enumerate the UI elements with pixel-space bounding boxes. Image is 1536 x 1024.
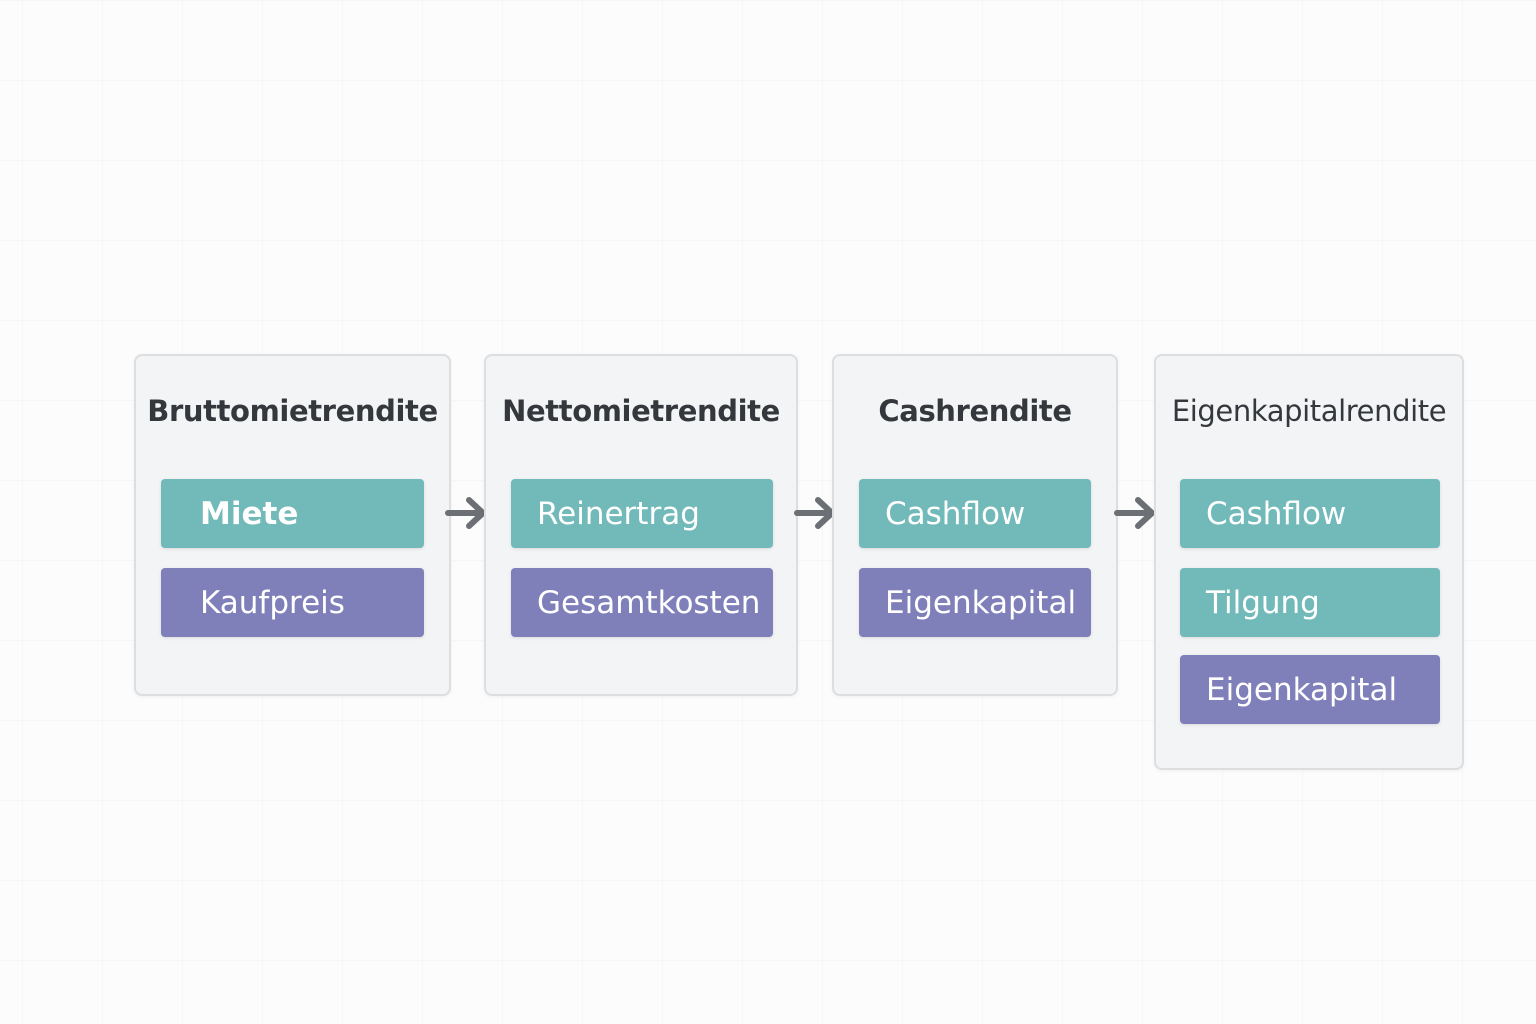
item-eigenkapital: Eigenkapital (859, 568, 1091, 637)
card-title: Nettomietrendite (502, 394, 780, 428)
card-bruttomietrendite: Bruttomietrendite Miete Kaufpreis (134, 354, 451, 696)
card-title: Bruttomietrendite (147, 394, 438, 428)
item-cashflow: Cashflow (859, 479, 1091, 548)
item-cashflow: Cashflow (1180, 479, 1440, 548)
card-eigenkapitalrendite: Eigenkapitalrendite Cashflow Tilgung Eig… (1154, 354, 1464, 770)
item-eigenkapital: Eigenkapital (1180, 655, 1440, 724)
card-title: Cashrendite (878, 394, 1072, 428)
item-reinertrag: Reinertrag (511, 479, 773, 548)
item-miete: Miete (161, 479, 424, 548)
arrow-right-icon (1114, 497, 1155, 529)
card-title: Eigenkapitalrendite (1171, 394, 1447, 428)
card-nettomietrendite: Nettomietrendite Reinertrag Gesamtkosten (484, 354, 798, 696)
item-tilgung: Tilgung (1180, 568, 1440, 637)
item-kaufpreis: Kaufpreis (161, 568, 424, 637)
arrow-right-icon (445, 497, 486, 529)
item-gesamtkosten: Gesamtkosten (511, 568, 773, 637)
card-cashrendite: Cashrendite Cashflow Eigenkapital (832, 354, 1118, 696)
